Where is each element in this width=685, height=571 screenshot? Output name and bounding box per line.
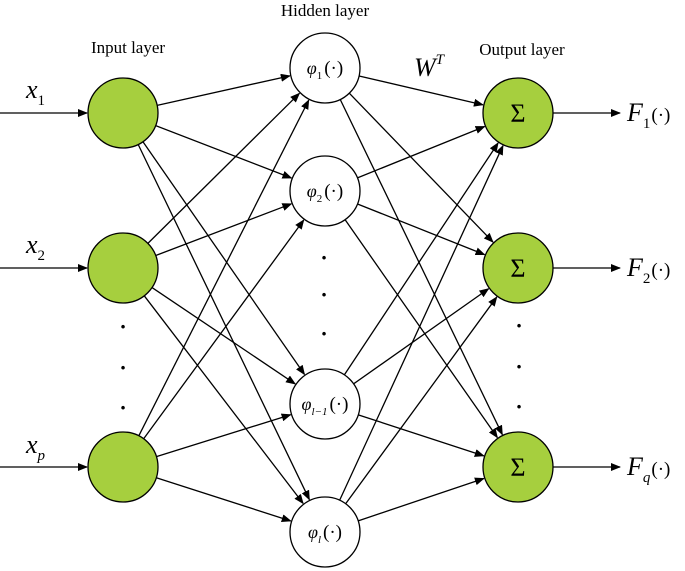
hidden-output-edge	[357, 477, 485, 522]
input-node	[87, 232, 159, 304]
input-hidden-edge	[156, 413, 292, 458]
hidden-output-edge	[339, 99, 503, 436]
input-label: xp	[25, 430, 46, 464]
input-label: x1	[25, 75, 45, 109]
hidden-node	[289, 496, 361, 568]
hidden-output-edge	[353, 288, 490, 385]
hidden-node-label: φ2(·)	[307, 181, 343, 205]
sigma-symbol: Σ	[510, 254, 525, 283]
input-ellipsis: · · ·	[119, 314, 126, 420]
output-node	[482, 431, 554, 503]
input-hidden-edge	[157, 73, 291, 107]
weight-label-sup: T	[436, 52, 446, 68]
hidden-output-edge	[357, 125, 486, 179]
weight-label: WT	[414, 52, 446, 82]
hidden-ellipsis-dot: ·	[320, 282, 327, 307]
input-hidden-edge	[147, 92, 301, 244]
input-hidden-edge	[155, 125, 293, 179]
output-layer-title: Output layer	[479, 40, 565, 59]
hidden-node	[289, 32, 361, 104]
hidden-output-edge	[348, 92, 494, 243]
nodes	[87, 32, 554, 568]
output-node	[482, 77, 554, 149]
hidden-output-edge	[357, 203, 486, 256]
hidden-output-edge	[339, 144, 504, 501]
input-hidden-edge	[138, 99, 310, 437]
hidden-node-label: φl−1(·)	[302, 394, 349, 418]
input-node	[87, 77, 159, 149]
hidden-output-edge	[358, 414, 485, 457]
input-hidden-edge	[155, 203, 293, 257]
input-hidden-edge	[156, 477, 292, 523]
input-hidden-edge	[137, 144, 310, 501]
input-hidden-edge	[143, 295, 304, 505]
input-layer-title: Input layer	[91, 38, 165, 57]
output-label: F1(·)	[626, 98, 670, 132]
hidden-ellipsis-dot: ·	[320, 321, 327, 346]
weight-label-base: W	[414, 53, 438, 82]
hidden-output-edge	[345, 296, 498, 505]
sigma-symbol: Σ	[510, 453, 525, 482]
input-ellipsis-dot: ·	[119, 355, 126, 380]
hidden-ellipsis: · · ·	[320, 245, 327, 346]
input-ellipsis-dot: ·	[119, 395, 126, 420]
output-ellipsis-dot: ·	[515, 313, 522, 338]
connections	[0, 73, 621, 523]
input-node	[87, 431, 159, 503]
input-ellipsis-dot: ·	[119, 314, 126, 339]
input-hidden-edge	[151, 287, 296, 385]
sigma-symbol: Σ	[510, 99, 525, 128]
output-ellipsis-dot: ·	[515, 354, 522, 379]
input-hidden-edge	[142, 141, 306, 376]
hidden-node-label: φl(·)	[308, 522, 342, 546]
output-label: Fq(·)	[626, 452, 670, 486]
output-ellipsis-dot: ·	[515, 394, 522, 419]
hidden-output-edge	[358, 75, 484, 107]
hidden-ellipsis-dot: ·	[320, 245, 327, 270]
hidden-layer-title: Hidden layer	[281, 1, 370, 20]
output-ellipsis: · · ·	[515, 313, 522, 419]
hidden-node	[289, 368, 361, 440]
hidden-output-edge	[344, 219, 498, 439]
output-node	[482, 232, 554, 304]
output-label: F2(·)	[626, 253, 670, 287]
hidden-node-label: φ1(·)	[307, 58, 343, 82]
input-label: x2	[25, 230, 45, 264]
input-hidden-edge	[143, 219, 305, 440]
hidden-output-edge	[343, 142, 499, 376]
hidden-node	[289, 155, 361, 227]
